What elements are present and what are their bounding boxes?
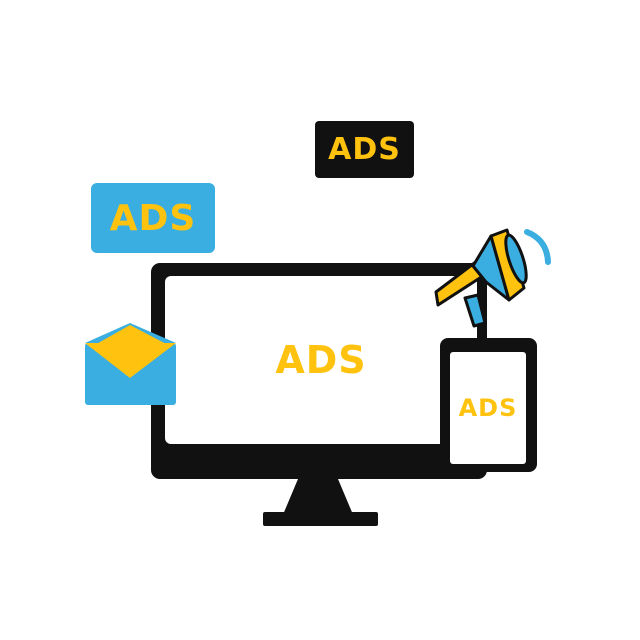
ad-badge-black: ADS (315, 121, 414, 178)
megaphone-icon (434, 228, 551, 328)
envelope-icon (85, 323, 176, 405)
phone-screen-label: ADS (458, 394, 518, 422)
smartphone-icon (440, 338, 537, 472)
monitor-icon (151, 263, 487, 526)
ad-badge-blue: ADS (91, 183, 215, 253)
monitor-screen-label: ADS (275, 338, 367, 382)
